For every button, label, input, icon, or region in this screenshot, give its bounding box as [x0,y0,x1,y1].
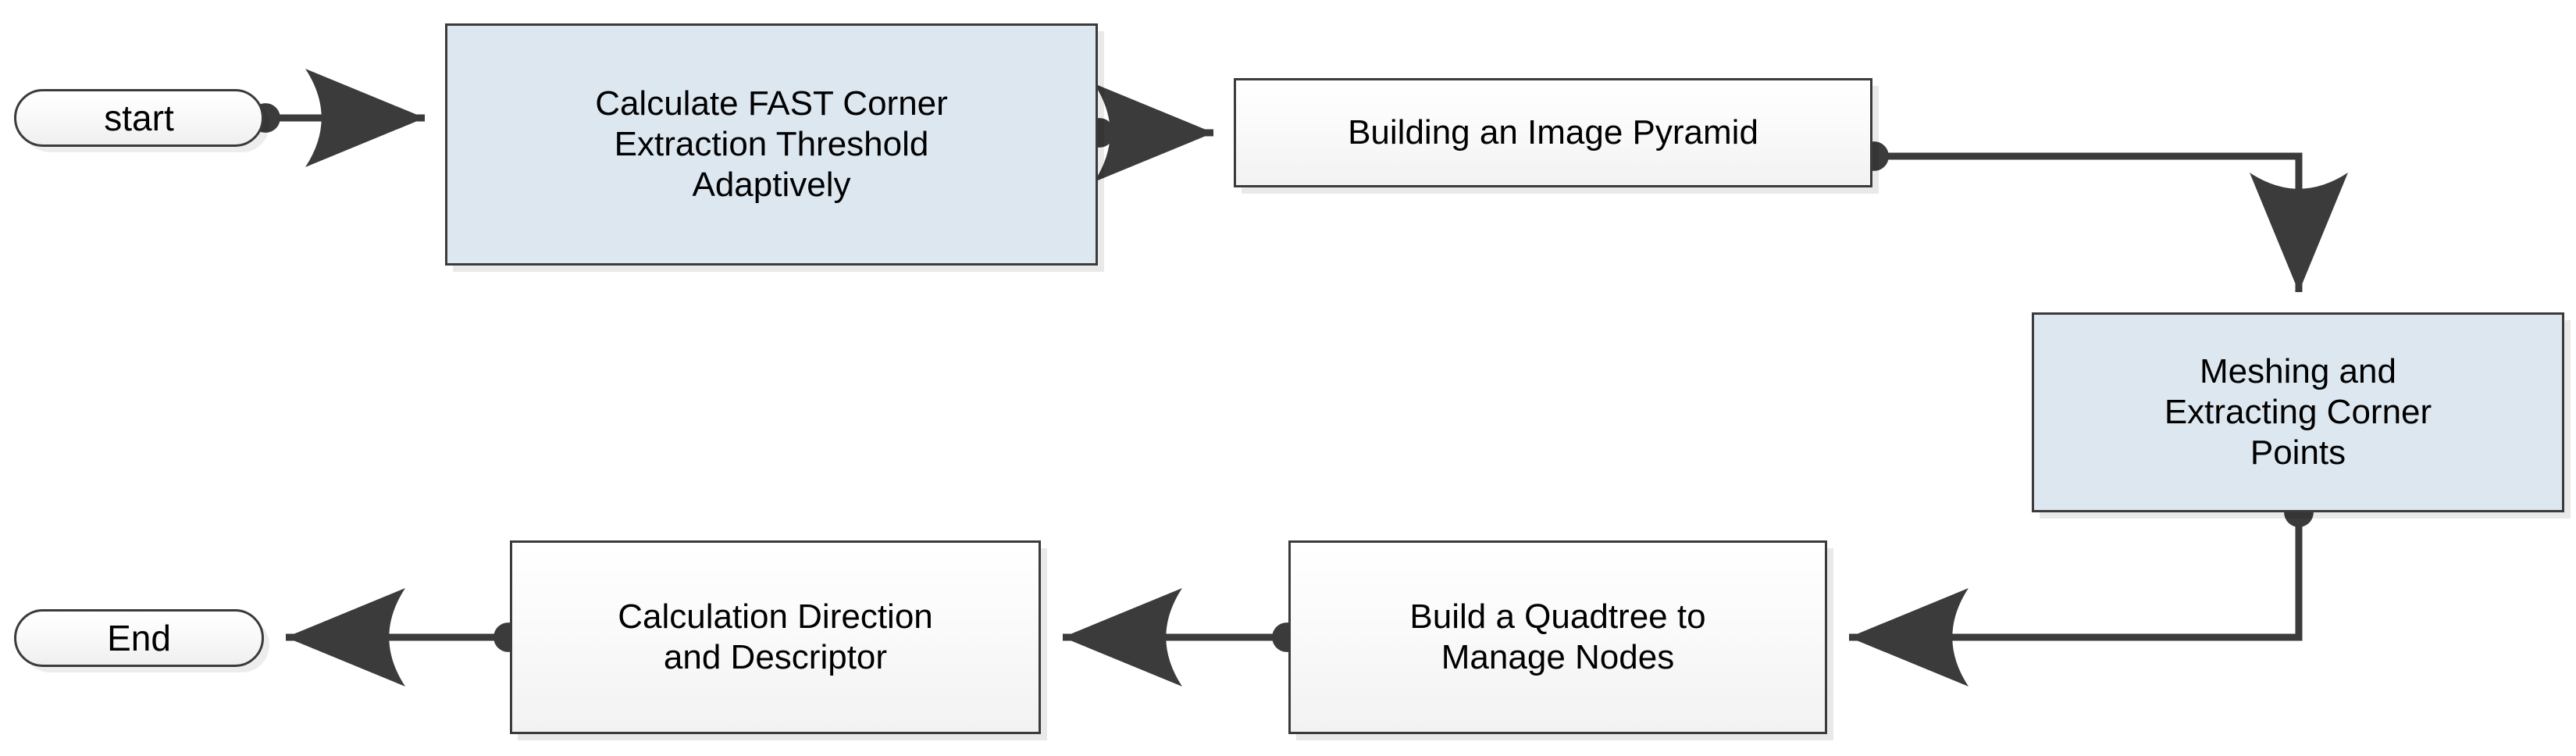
node-end[interactable]: End [14,609,264,667]
node-building-image-pyramid-label: Building an Image Pyramid [1348,113,1758,152]
node-build-quadtree-manage-nodes-label: Build a Quadtree to Manage Nodes [1409,597,1706,676]
node-building-image-pyramid[interactable]: Building an Image Pyramid [1234,78,1872,187]
node-start-label: start [104,97,174,138]
node-start[interactable]: start [14,89,264,147]
node-calculation-direction-descriptor-label: Calculation Direction and Descriptor [618,597,933,676]
node-meshing-extracting-corner-points-label: Meshing and Extracting Corner Points [2164,352,2432,472]
edge-pyramid-to-meshing [1859,141,2348,292]
node-build-quadtree-manage-nodes[interactable]: Build a Quadtree to Manage Nodes [1288,540,1827,734]
node-meshing-extracting-corner-points[interactable]: Meshing and Extracting Corner Points [2032,312,2564,512]
node-calculate-fast-corner-threshold-label: Calculate FAST Corner Extraction Thresho… [595,84,948,204]
node-calculate-fast-corner-threshold[interactable]: Calculate FAST Corner Extraction Thresho… [445,23,1098,266]
edge-meshing-to-quadtree [1849,497,2314,686]
node-calculation-direction-descriptor[interactable]: Calculation Direction and Descriptor [510,540,1041,734]
node-end-label: End [107,617,171,658]
